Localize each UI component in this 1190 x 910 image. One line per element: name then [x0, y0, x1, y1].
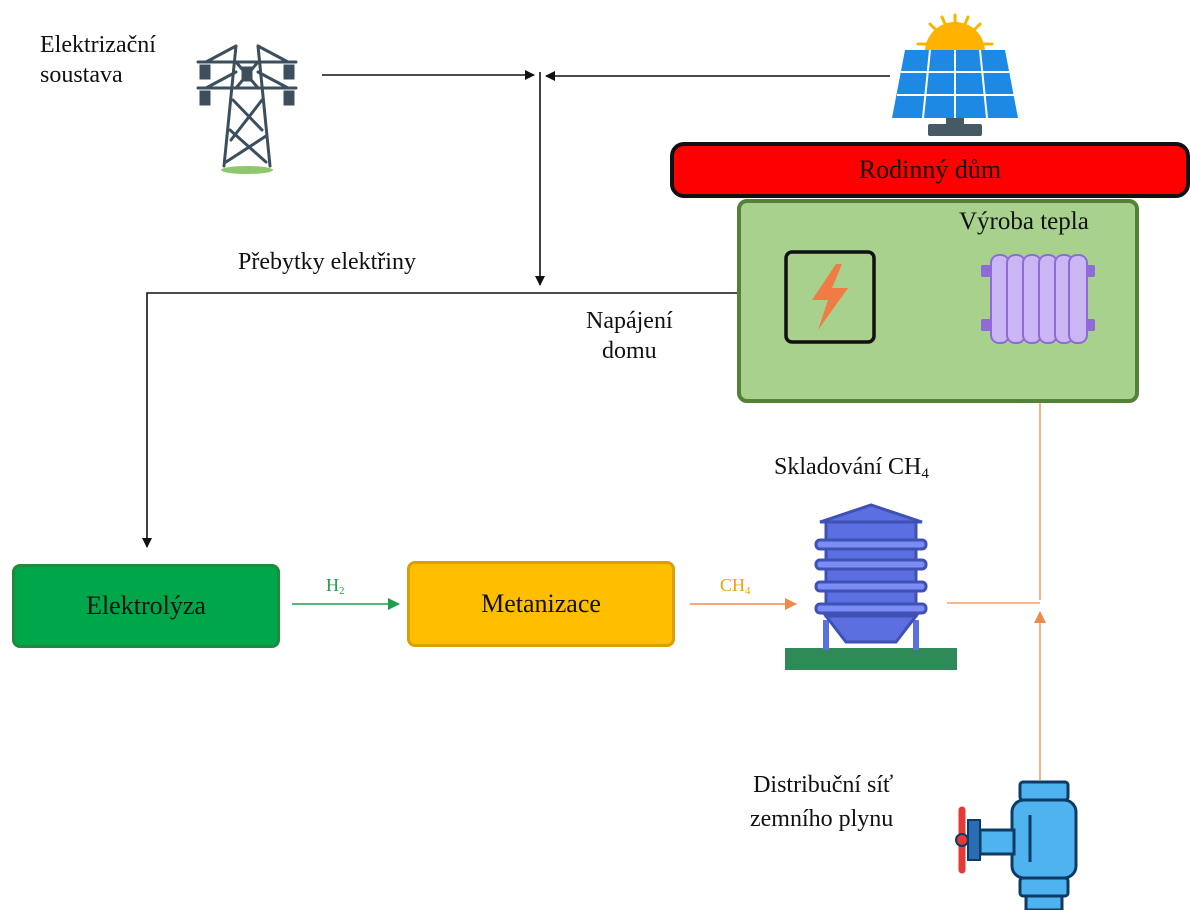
electrolysis-box: Elektrolýza: [12, 564, 280, 648]
family-house-box: Rodinný dům: [670, 142, 1190, 198]
surplus-electricity-label: Přebytky elektřiny: [238, 249, 416, 275]
house-supply-line2: domu: [601, 338, 657, 364]
gas-network-line2: zemního plynu: [750, 806, 894, 832]
power-tower-icon: [196, 44, 298, 174]
ch4-text: CH: [720, 575, 746, 595]
electricity-lines: [142, 70, 890, 548]
heat-production-box: Výroba tepla: [737, 199, 1139, 403]
gas-valve-icon: [955, 780, 1078, 910]
h2-text: H: [326, 575, 339, 595]
grid-label-line2: soustava: [40, 62, 123, 88]
gas-network-label: Distribuční síť zemního plynu: [750, 770, 893, 834]
house-supply-line1: Napájení: [586, 308, 673, 334]
h2-label: H2: [326, 570, 345, 606]
solar-panel-icon: [892, 13, 1018, 136]
radiator-icon: [981, 254, 1095, 344]
gas-network-line1: Distribuční síť: [753, 772, 894, 798]
ch4-storage-label: Skladování CH4: [774, 452, 929, 489]
ch4-storage-subscript: 4: [921, 466, 929, 482]
ch4-subscript: 4: [745, 585, 751, 597]
grid-label: Elektrizační soustava: [40, 30, 156, 90]
surplus-to-electrolysis-line: [142, 292, 540, 548]
grid-label-line1: Elektrizační: [40, 32, 156, 58]
methanation-box: Metanizace: [407, 561, 675, 647]
heat-production-label: Výroba tepla: [959, 208, 1089, 235]
ch4-label: CH4: [720, 570, 751, 606]
lightning-icon: [784, 250, 876, 344]
storage-tank-icon: [785, 503, 957, 670]
h2-subscript: 2: [339, 585, 345, 597]
ch4-storage-text: Skladování CH: [774, 454, 922, 480]
house-supply-label: Napájení domu: [586, 306, 673, 366]
